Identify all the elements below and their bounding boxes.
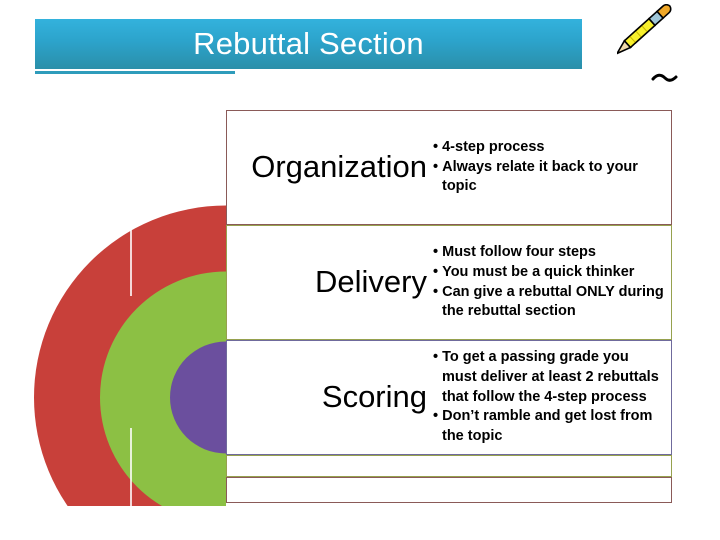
diagram-row-delivery[interactable]: Delivery Must follow four steps You must… (226, 225, 672, 340)
bullet-item: Always relate it back to your topic (433, 158, 665, 197)
title-banner (35, 19, 582, 69)
bullet-item: Don’t ramble and get lost from the topic (433, 407, 665, 446)
bullet-item: To get a passing grade you must deliver … (433, 348, 665, 407)
row-label-delivery: Delivery (315, 264, 427, 300)
page-title: Rebuttal Section (193, 26, 424, 61)
bullet-item: Must follow four steps (433, 243, 665, 263)
smartart-diagram: Organization 4-step process Always relat… (0, 96, 720, 506)
row-bullets-delivery: Must follow four steps You must be a qui… (431, 243, 671, 322)
diagram-row-scoring[interactable]: Scoring To get a passing grade you must … (226, 340, 672, 455)
diagram-row-organization[interactable]: Organization 4-step process Always relat… (226, 110, 672, 225)
bullet-item: Can give a rebuttal ONLY during the rebu… (433, 283, 665, 322)
row-bullets-organization: 4-step process Always relate it back to … (431, 138, 671, 197)
row-bullets-scoring: To get a passing grade you must deliver … (431, 348, 671, 447)
arc-inner-purple (170, 341, 226, 454)
bullet-item: You must be a quick thinker (433, 263, 665, 283)
bullet-item: 4-step process (433, 138, 665, 158)
diagram-row-spacer-green[interactable] (226, 455, 672, 477)
nested-semicircle-arcs (0, 96, 226, 506)
title-underline (35, 71, 235, 74)
row-label-scoring: Scoring (321, 379, 427, 415)
diagram-row-spacer-red[interactable] (226, 477, 672, 503)
pencil-icon (615, 3, 713, 96)
row-label-organization: Organization (251, 149, 427, 185)
